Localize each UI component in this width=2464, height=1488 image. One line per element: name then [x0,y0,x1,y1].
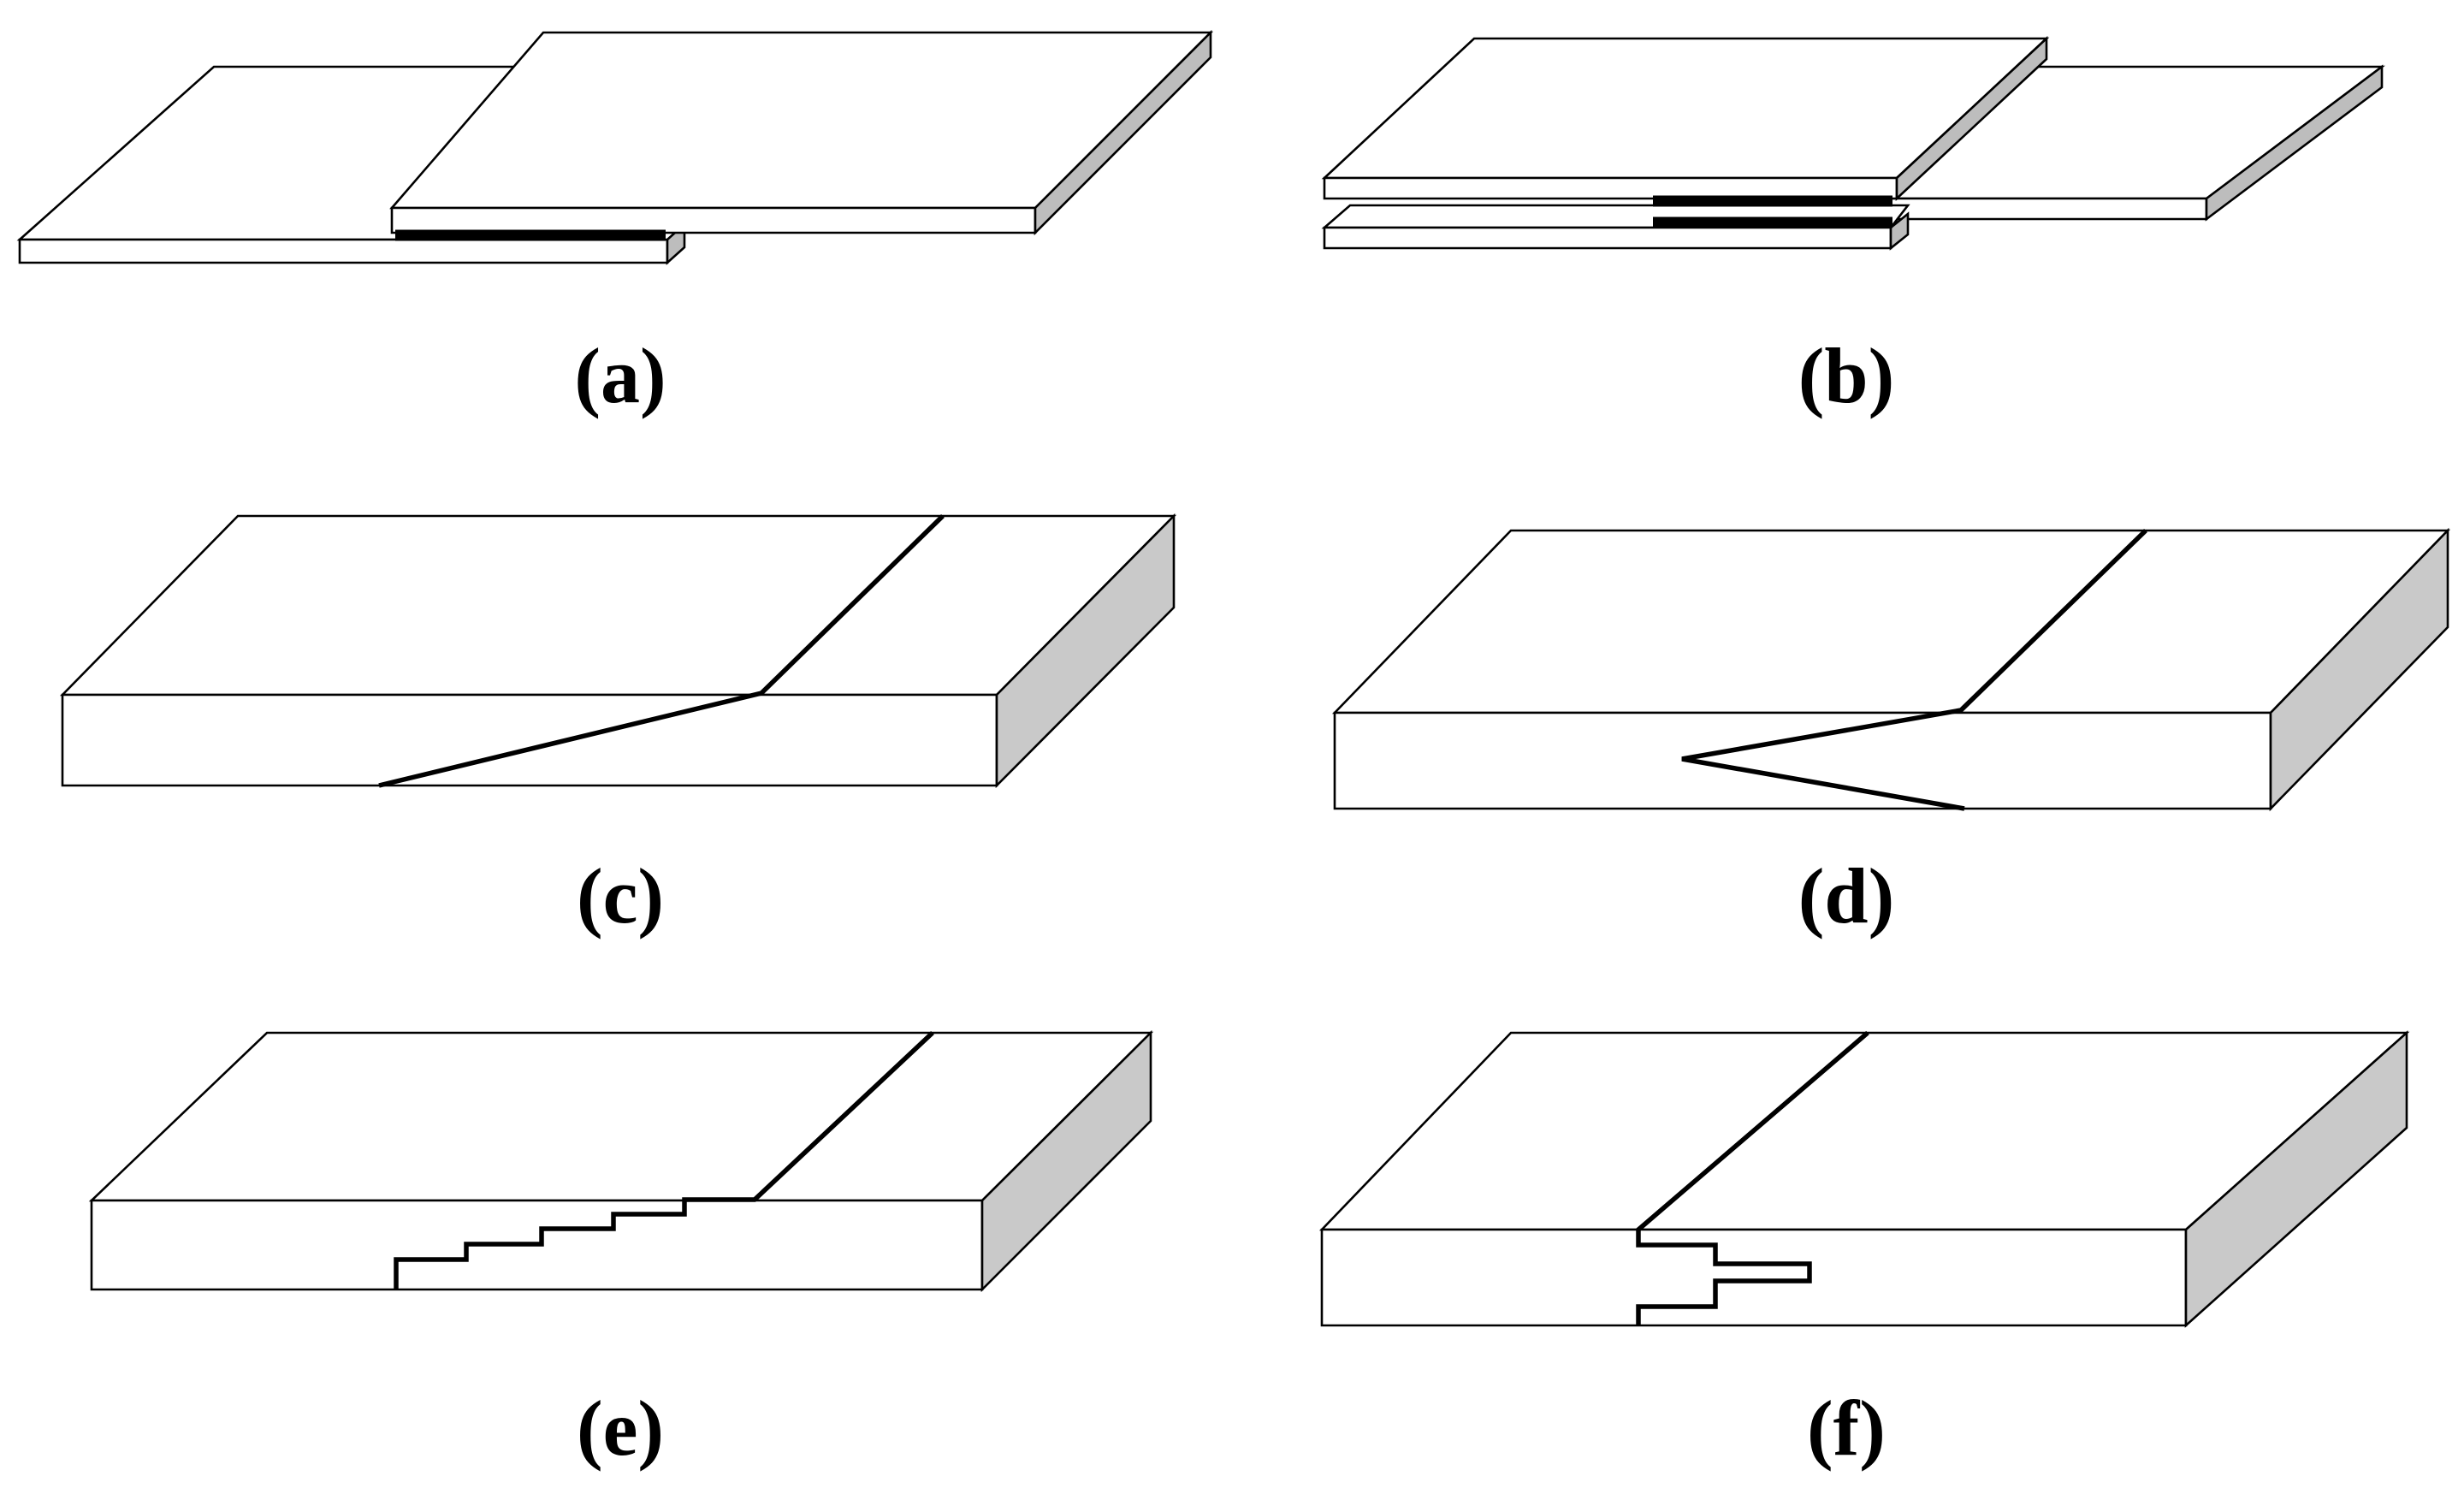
panel-f-block [1318,1030,2410,1328]
panel-b-double-lap-joint: (b) [1321,36,2385,419]
panel-e-step-line [394,1030,934,1289]
panel-c-block [59,513,1177,789]
panel-b-top-strap [1321,36,2050,201]
panel-e-stepped-joint: (e) [88,1029,1154,1472]
panel-a-label: (a) [574,332,666,419]
panel-e-label: (e) [577,1384,664,1472]
panel-d-block [1331,527,2451,812]
panel-c-scarf-line [378,514,945,788]
panel-a-upper-sheet [389,29,1214,236]
panel-d-bevel-line [1681,529,2147,811]
panel-d-bevel-joint: (d) [1331,527,2451,940]
panel-c-label: (c) [577,852,664,940]
panel-a-single-lap-joint: (a) [16,29,1214,419]
panel-d-label: (d) [1798,852,1894,940]
panel-f-label: (f) [1807,1384,1886,1472]
panel-f-finger-joint: (f) [1318,1030,2410,1472]
panel-e-block [88,1029,1154,1293]
panel-f-finger-line [1636,1030,1869,1325]
panel-b-label: (b) [1798,332,1894,419]
panel-c-scarf-joint: (c) [59,513,1177,940]
